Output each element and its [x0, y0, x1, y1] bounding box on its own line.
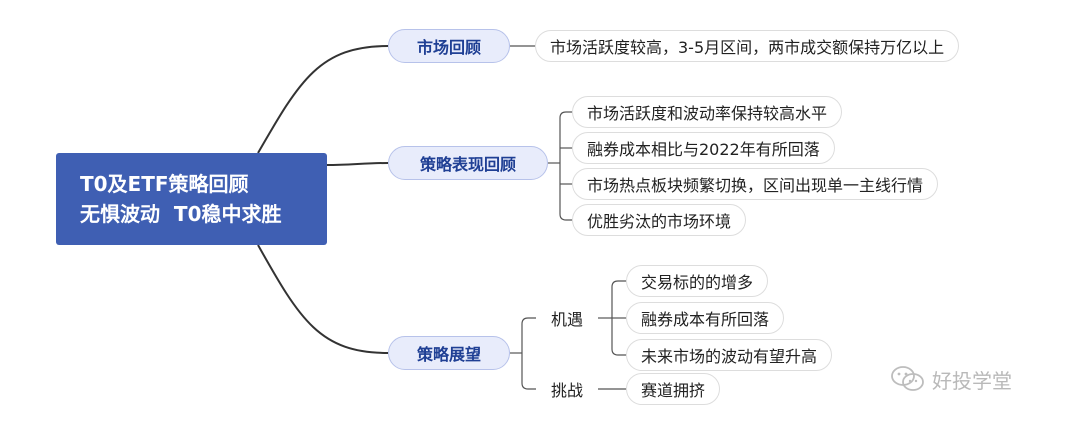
root-topic: T0及ETF策略回顾 无惧波动 T0稳中求胜 [56, 153, 327, 245]
leaf-opportunity-3: 未来市场的波动有望升高 [626, 339, 833, 371]
leaf-opportunity-2: 融券成本有所回落 [626, 302, 785, 334]
category-strategy-performance: 策略表现回顾 [388, 146, 548, 180]
leaf-performance-2: 融券成本相比与2022年有所回落 [572, 132, 835, 164]
leaf-performance-4: 优胜劣汰的市场环境 [572, 204, 747, 236]
watermark-text: 好投学堂 [932, 368, 1012, 393]
root-title-line1: T0及ETF策略回顾 [80, 172, 249, 196]
subtopic-opportunity: 机遇 [550, 310, 583, 329]
leaf-opportunity-1: 交易标的的增多 [626, 265, 769, 297]
leaf-performance-3: 市场热点板块频繁切换，区间出现单一主线行情 [572, 168, 939, 200]
leaf-challenge-1: 赛道拥挤 [626, 373, 721, 405]
leaf-market-review-1: 市场活跃度较高，3-5月区间，两市成交额保持万亿以上 [535, 30, 960, 62]
root-title-line2: 无惧波动 T0稳中求胜 [80, 202, 282, 226]
wechat-icon [891, 366, 924, 391]
category-strategy-outlook: 策略展望 [388, 336, 510, 370]
subtopic-challenge: 挑战 [550, 381, 583, 400]
watermark: 好投学堂 [890, 362, 1012, 396]
leaf-performance-1: 市场活跃度和波动率保持较高水平 [572, 96, 843, 128]
category-market-review: 市场回顾 [388, 29, 510, 63]
